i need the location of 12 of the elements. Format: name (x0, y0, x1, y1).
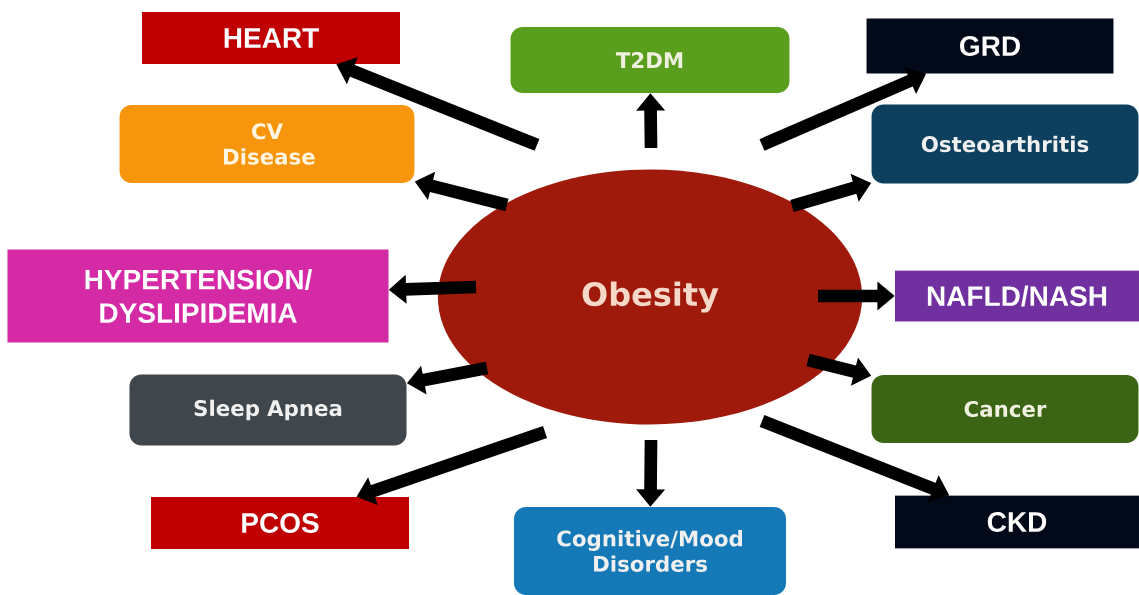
label-box: CKD (895, 495, 1139, 549)
label-box: HEART (142, 12, 400, 64)
label-box: PCOS (151, 497, 409, 549)
condition-box: Cognitive/Mood Disorders (514, 507, 786, 595)
label-box: GRD (866, 18, 1114, 74)
condition-box: Sleep Apnea (129, 374, 407, 446)
condition-box: Osteoarthritis (871, 104, 1139, 184)
condition-box: Cancer (871, 375, 1139, 443)
label-box: NAFLD/NASH (895, 270, 1139, 322)
condition-box: CV Disease (119, 105, 415, 183)
condition-box: T2DM (510, 27, 790, 93)
label-box: HYPERTENSION/ DYSLIPIDEMIA (7, 249, 389, 343)
